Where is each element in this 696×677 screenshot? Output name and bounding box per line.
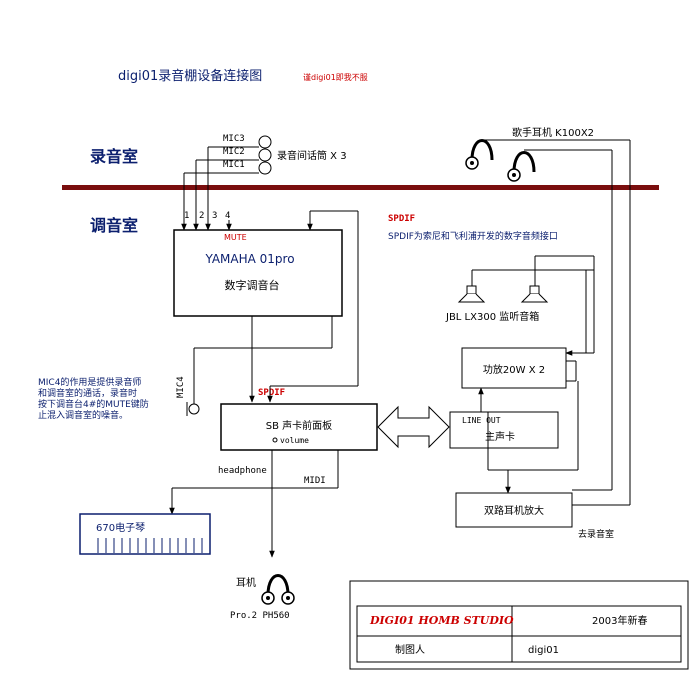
soundcard-box	[449, 411, 559, 449]
hp-amp-label: 双路耳机放大	[484, 504, 544, 517]
room-divider	[62, 185, 659, 190]
speaker-icon	[529, 285, 540, 295]
mic4-note-line: 按下调音台4#的MUTE键防	[38, 398, 149, 410]
power-amp-label: 功放20W X 2	[483, 363, 545, 376]
hp-amp-box	[455, 492, 573, 528]
mute-label: MUTE	[224, 233, 247, 242]
mixer-desc: 数字调音台	[225, 278, 280, 292]
line-out-label: LINE OUT	[462, 416, 501, 425]
power-amp-box	[461, 347, 567, 389]
sb-panel-name: SB 声卡前面板	[266, 419, 332, 432]
monitor-speakers: JBL LX300 监听音箱	[445, 285, 549, 323]
control-room-label: 调音室	[90, 216, 138, 235]
engineer-headphones: 耳机 Pro.2 PH560	[230, 574, 295, 621]
keyboard-keys	[97, 538, 203, 553]
mic-icon	[258, 135, 272, 149]
sb-panel-box	[220, 403, 378, 451]
drawer-label: 制图人	[395, 643, 425, 656]
keyboard-box	[79, 513, 211, 555]
engineer-headphones-label: 耳机	[236, 576, 256, 589]
mic-icon	[258, 161, 272, 175]
mic-group: MIC3 MIC2 MIC1 录音间话筒 X 3	[223, 134, 347, 175]
engineer-headphones-model: Pro.2 PH560	[230, 611, 290, 621]
volume-label: volume	[280, 436, 309, 445]
midi-label: MIDI	[304, 476, 326, 486]
channel-2-label: 2	[199, 211, 204, 221]
spdif-label: SPDIF	[388, 214, 415, 224]
drawer-name: digi01	[528, 645, 559, 656]
monitor-caption: JBL LX300 监听音箱	[445, 310, 539, 323]
mic1-label: MIC1	[223, 160, 245, 170]
mic4-icon	[188, 403, 200, 415]
headphone-signal-label: headphone	[218, 466, 267, 476]
mixer-box	[173, 229, 343, 317]
mic2-label: MIC2	[223, 147, 245, 157]
to-recording-room-label: 去录音室	[578, 528, 614, 540]
speaker-icon	[466, 285, 477, 295]
mic-caption: 录音间话筒 X 3	[277, 149, 347, 162]
channel-1-label: 1	[184, 211, 189, 221]
mic4-label: MIC4	[176, 376, 186, 398]
mic4-note-line: MIC4的作用是提供录音师	[38, 376, 141, 388]
mic3-label: MIC3	[223, 134, 245, 144]
channel-4-label: 4	[225, 211, 230, 221]
singer-headphones-caption: 歌手耳机 K100X2	[512, 126, 594, 139]
title-note: 谨digi01即我不服	[303, 72, 368, 82]
diagram-title: digi01录音棚设备连接图	[118, 68, 262, 84]
recording-room-label: 录音室	[90, 147, 138, 166]
singer-headphones: 歌手耳机 K100X2	[465, 126, 594, 182]
soundcard-name: 主声卡	[485, 430, 515, 443]
internal-link-arrow	[377, 405, 450, 449]
title-block-date: 2003年新春	[592, 614, 647, 627]
mic4-note-line: 止混入调音室的噪音。	[38, 409, 128, 421]
studio-name: DIGI01 HOMB STUDIO	[369, 614, 514, 627]
mic4-note: MIC4的作用是提供录音师 和调音室的通话，录音时 按下调音台4#的MUTE键防…	[38, 376, 149, 421]
title-block	[349, 580, 689, 670]
mic4-note-line: 和调音室的通话，录音时	[38, 387, 137, 399]
spdif-note: SPDIF为索尼和飞利浦开发的数字音频接口	[388, 230, 558, 242]
mixer-name: YAMAHA 01pro	[204, 252, 294, 266]
spdif-label-2: SPDIF	[258, 388, 285, 398]
channel-3-label: 3	[212, 211, 217, 221]
keyboard-label: 670电子琴	[96, 521, 145, 534]
mic-icon	[258, 148, 272, 162]
